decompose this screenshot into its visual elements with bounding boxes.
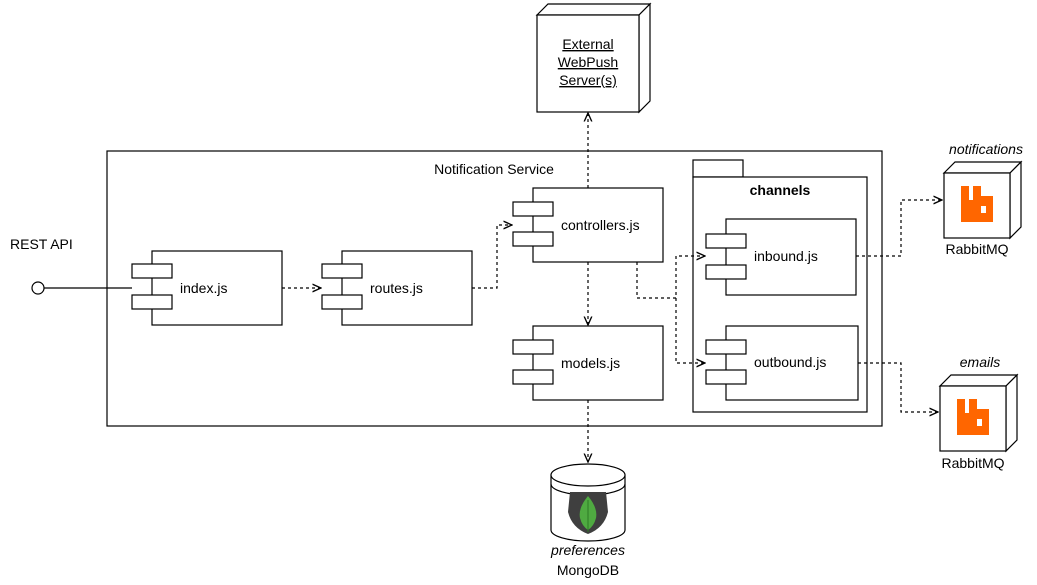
- lollipop-interface-icon: [31, 281, 45, 295]
- rest-api-interface[interactable]: REST API: [10, 236, 132, 295]
- queue-emails-label: emails: [960, 354, 1000, 370]
- index-label: index.js: [180, 280, 227, 296]
- notification-service-title: Notification Service: [434, 161, 554, 177]
- db-type-label: MongoDB: [557, 562, 619, 578]
- rabbitmq-logo-icon: [961, 186, 993, 222]
- component-icon: [705, 369, 747, 385]
- external-server-line-3: Server(s): [559, 72, 617, 88]
- component-outbound[interactable]: outbound.js: [705, 325, 859, 401]
- outbound-label: outbound.js: [754, 354, 826, 370]
- component-controllers[interactable]: controllers.js: [512, 187, 664, 263]
- component-models[interactable]: models.js: [512, 325, 664, 401]
- component-icon: [512, 339, 554, 355]
- queue-notifications-label: notifications: [949, 141, 1023, 157]
- db-name-label: preferences: [550, 542, 625, 558]
- edge-inbound-rabbitmq: [856, 200, 942, 257]
- mongodb-database-node: preferences MongoDB: [550, 463, 626, 578]
- component-icon: [705, 233, 747, 249]
- external-server-line-1: External: [562, 36, 613, 52]
- dependency-edges: [282, 113, 942, 462]
- routes-label: routes.js: [370, 280, 423, 296]
- edge-routes-controllers: [472, 225, 512, 289]
- component-icon: [321, 263, 363, 279]
- inbound-label: inbound.js: [754, 248, 818, 264]
- component-icon: [512, 369, 554, 385]
- component-icon: [512, 201, 554, 217]
- edge-outbound-rabbitmq: [858, 362, 938, 412]
- rabbitmq-label-1: RabbitMQ: [945, 241, 1008, 257]
- component-inbound[interactable]: inbound.js: [705, 218, 857, 296]
- external-webpush-server-node: External WebPush Server(s): [535, 2, 652, 114]
- component-routes[interactable]: routes.js: [321, 250, 473, 326]
- component-icon: [512, 231, 554, 247]
- component-icon: [131, 263, 173, 279]
- component-index[interactable]: index.js: [131, 250, 283, 326]
- rabbitmq-notifications-node: notifications RabbitMQ: [942, 141, 1023, 257]
- component-icon: [705, 339, 747, 355]
- mongodb-leaf-icon: [568, 492, 608, 534]
- edge-controllers-outbound: [675, 298, 705, 363]
- component-icon: [321, 294, 363, 310]
- rabbitmq-label-2: RabbitMQ: [941, 455, 1004, 471]
- component-icon: [131, 294, 173, 310]
- models-label: models.js: [561, 355, 620, 371]
- rabbitmq-emails-node: emails RabbitMQ: [938, 354, 1019, 471]
- component-icon: [705, 264, 747, 280]
- external-server-line-2: WebPush: [558, 54, 618, 70]
- controllers-label: controllers.js: [561, 217, 640, 233]
- channels-title: channels: [750, 182, 811, 198]
- rabbitmq-logo-icon: [957, 399, 989, 435]
- rest-api-label: REST API: [10, 236, 73, 252]
